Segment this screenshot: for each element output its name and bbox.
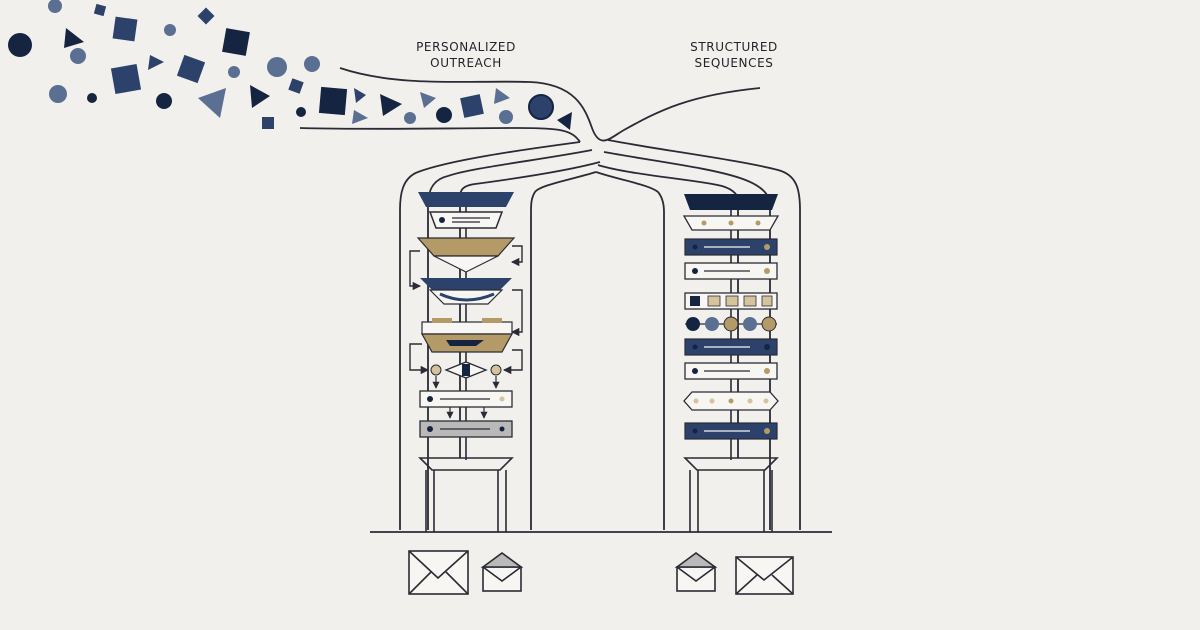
personalized-outreach-label-line-2: OUTREACH [430,56,502,70]
square-icon [93,3,107,17]
left-filter-form [428,211,504,229]
square-icon [197,7,215,25]
circle-icon [404,112,416,124]
triangle-icon [352,110,368,124]
circle-icon [8,33,32,57]
circle-icon [156,93,172,109]
left-funnel-top [418,192,514,207]
circle-icon [528,94,554,120]
triangle-icon [64,28,84,48]
circle-icon [296,107,306,117]
left-pipeline [409,192,523,532]
triangle-icon [198,88,226,118]
personalized-outreach-label: PERSONALIZED OUTREACH [366,39,566,71]
square-icon [222,28,250,56]
circle-icon [267,57,287,77]
circle-icon [436,107,452,123]
square-icon [176,54,206,84]
triangle-icon [354,88,366,103]
triangle-icon [557,112,572,130]
right-funnel-top [684,194,778,210]
left-navy-funnel [420,278,512,290]
right-stand [683,457,779,532]
left-gold-funnel [416,237,516,257]
square-icon [460,94,484,118]
square-icon [288,78,304,94]
circle-icon [499,110,513,124]
envelope-open-icon [674,552,718,592]
triangle-icon [148,55,164,70]
left-stand [418,457,514,532]
right-pipeline [682,194,780,532]
square-icon [112,16,138,42]
structured-sequences-label: STRUCTURED SEQUENCES [634,39,834,71]
circle-icon [87,93,97,103]
square-icon [110,63,142,95]
square-icon [262,117,274,129]
triangle-icon [250,85,270,108]
square-icon [318,86,348,116]
envelope-open-icon [480,552,524,592]
triangle-icon [494,88,510,104]
circle-icon [48,0,62,13]
circle-icon [49,85,67,103]
structured-sequences-label-line-1: STRUCTURED [690,40,778,54]
triangle-icon [380,94,402,116]
scattered-shapes [8,0,572,130]
circle-icon [70,48,86,64]
structured-sequences-label-line-2: SEQUENCES [694,56,774,70]
left-gold-bin [421,321,513,335]
circle-icon [228,66,240,78]
envelope-closed-icon [408,550,469,595]
envelope-closed-icon [735,556,794,595]
triangle-icon [420,92,436,108]
circle-icon [164,24,176,36]
circle-icon [304,56,320,72]
personalized-outreach-label-line-1: PERSONALIZED [416,40,516,54]
